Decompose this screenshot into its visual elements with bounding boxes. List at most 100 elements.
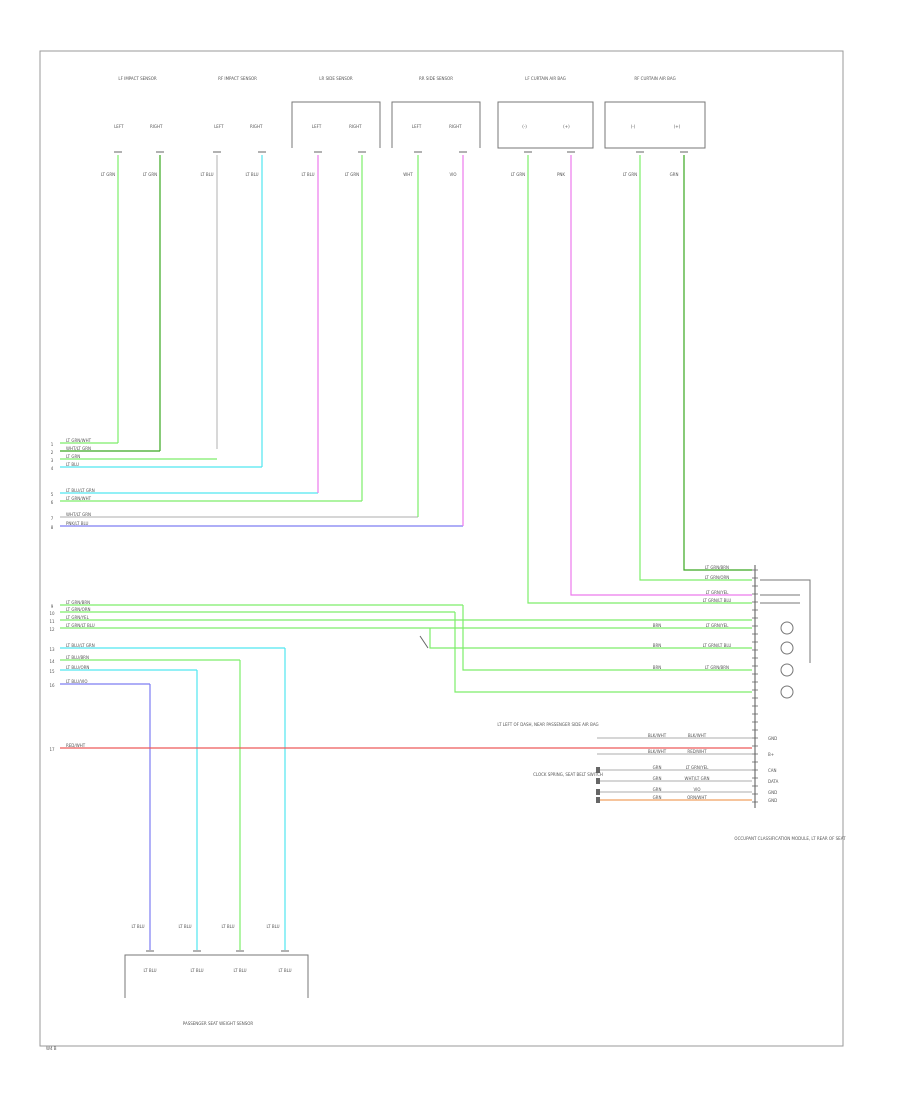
lower-right-note: LT LEFT OF DASH, NEAR PASSENGER SIDE AIR… <box>497 722 598 727</box>
module-pin-label: LEFT <box>412 124 422 129</box>
pin-label: GND <box>768 790 777 795</box>
left-pin-number: 13 <box>49 647 55 652</box>
right-short-label: BRN <box>653 665 662 670</box>
left-pin-number: 8 <box>51 525 54 530</box>
left-wire-label: LT GRN/BRN <box>66 600 90 605</box>
left-pin-number: 17 <box>49 747 55 752</box>
module-pin-label: RIGHT <box>449 124 462 129</box>
left-wire-label: LT BLU/VIO <box>66 679 88 684</box>
right-module-caption: OCCUPANT CLASSIFICATION MODULE, LT REAR … <box>734 836 846 841</box>
footer-code: W4 B <box>46 1046 57 1051</box>
bottom-wire-label: LT BLU <box>131 924 144 929</box>
connector-mark <box>596 767 600 773</box>
left-pin-number: 6 <box>51 500 54 505</box>
module-pin-label: RIGHT <box>250 124 263 129</box>
harness-wire <box>429 628 752 649</box>
wire-label: WHT/LT GRN <box>684 776 709 781</box>
left-wire-label: RED/WHT <box>66 743 86 748</box>
module-pin-label: (-) <box>631 124 636 129</box>
left-wire-label: LT GRN/YEL <box>66 615 90 620</box>
wire-label: BLK/WHT <box>648 749 667 754</box>
left-wire-label: LT GRN <box>66 454 80 459</box>
left-wire-label: WHT/LT GRN <box>66 512 91 517</box>
curtain-wire <box>527 155 752 604</box>
bottom-module-bracket <box>124 954 309 998</box>
right-wire-label: LT GRN/YEL <box>706 623 730 628</box>
wire-label: ORN/WHT <box>687 795 707 800</box>
right-wire-label: LT GRN/BRN <box>705 565 729 570</box>
wire-label: BLK/WHT <box>688 733 707 738</box>
top-wire-label: LT GRN <box>623 172 637 177</box>
connector-mark <box>596 797 600 803</box>
left-pin-number: 11 <box>49 619 55 624</box>
diagram-frame <box>39 50 844 1047</box>
pin-label: DATA <box>768 779 779 784</box>
left-wire-label: LT GRN/WHT <box>66 496 92 501</box>
wire-label: GRN <box>653 776 662 781</box>
module-pin-label: (-) <box>522 124 527 129</box>
lower-right-side-note: CLOCK SPRING, SEAT BELT SWITCH <box>533 772 603 777</box>
module-title: LR SIDE SENSOR <box>319 76 353 81</box>
module-box <box>497 101 594 149</box>
module-pin-label: LEFT <box>312 124 322 129</box>
bottom-pin-label: LT BLU <box>278 968 291 973</box>
wire-label: GRN <box>653 787 662 792</box>
left-pin-number: 14 <box>49 659 55 664</box>
left-pin-number: 12 <box>49 627 55 632</box>
module-connector <box>780 663 794 677</box>
left-pin-number: 2 <box>51 450 54 455</box>
right-short-label: BRN <box>653 623 662 628</box>
left-wire-label: LT BLU <box>66 462 79 467</box>
bottom-wire-label: LT BLU <box>178 924 191 929</box>
top-wire-label: LT BLU <box>301 172 314 177</box>
connector-mark <box>596 789 600 795</box>
bottom-wire-label: LT BLU <box>266 924 279 929</box>
right-short-label: BRN <box>653 643 662 648</box>
bottom-pin-label: LT BLU <box>190 968 203 973</box>
pin-label: GND <box>768 798 777 803</box>
wire-label: GRN <box>653 765 662 770</box>
right-wire-label: LT GRN/LT BLU <box>703 598 732 603</box>
module-title: RF CURTAIN AIR BAG <box>634 76 675 81</box>
right-wire-label: LT GRN/BRN <box>705 665 729 670</box>
connector-mark <box>596 778 600 784</box>
bottom-module-caption: PASSENGER SEAT WEIGHT SENSOR <box>183 1021 254 1026</box>
bottom-pin-label: LT BLU <box>143 968 156 973</box>
left-wire-label: LT BLU/LT GRN <box>66 488 95 493</box>
module-pin-label: RIGHT <box>150 124 163 129</box>
top-wire-label: LT GRN <box>101 172 115 177</box>
wire-group <box>60 151 752 950</box>
left-pin-number: 1 <box>51 442 54 447</box>
splice-mark <box>419 635 429 649</box>
module-pin-label: (+) <box>674 124 681 129</box>
left-pin-number: 4 <box>51 466 54 471</box>
module-bracket <box>291 101 381 148</box>
curtain-wire <box>570 155 752 596</box>
bottom-wire-label: LT BLU <box>221 924 234 929</box>
module-connector <box>780 621 794 635</box>
top-module-boxes <box>291 101 706 149</box>
top-wire-label: LT BLU <box>245 172 258 177</box>
curtain-wire <box>639 155 752 581</box>
module-pin-label: RIGHT <box>349 124 362 129</box>
left-wire-label: LT BLU/ORN <box>66 665 89 670</box>
left-pin-number: 10 <box>49 611 55 616</box>
left-pin-number: 15 <box>49 669 55 674</box>
left-wire-label: LT BLU/LT GRN <box>66 643 95 648</box>
module-pin-label: LEFT <box>214 124 224 129</box>
module-pin-label: LEFT <box>114 124 124 129</box>
module-title: RR SIDE SENSOR <box>419 76 453 81</box>
wire-label: VIO <box>693 787 700 792</box>
bottom-pin-label: LT BLU <box>233 968 246 973</box>
top-wire-label: WHT <box>403 172 413 177</box>
passenger-seat-weight-sensor <box>124 950 309 998</box>
harness-wire <box>462 605 752 671</box>
wire-label: LT GRN/YEL <box>686 765 710 770</box>
airbag-control-module <box>752 565 811 808</box>
module-title: RF IMPACT SENSOR <box>218 76 257 81</box>
top-wire-label: VIO <box>449 172 456 177</box>
top-wire-label: PNK <box>557 172 565 177</box>
